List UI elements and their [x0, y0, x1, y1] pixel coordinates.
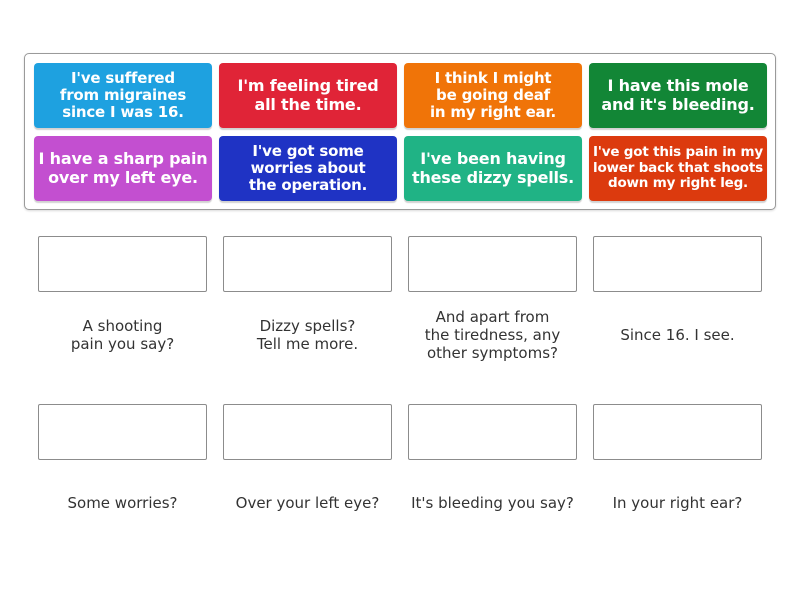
target-prompt: In your right ear?	[612, 494, 743, 512]
target-prompt: It's bleeding you say?	[411, 494, 574, 512]
draggable-tile[interactable]: I've got this pain in my lower back that…	[589, 136, 767, 201]
target-prompt: Since 16. I see.	[620, 326, 735, 344]
drop-zone[interactable]	[593, 236, 762, 292]
drop-zone[interactable]	[223, 404, 392, 460]
drop-zone[interactable]	[223, 236, 392, 292]
draggable-tile[interactable]: I think I might be going deaf in my righ…	[404, 63, 582, 128]
target-prompt: A shooting pain you say?	[70, 317, 175, 353]
drop-zone[interactable]	[408, 404, 577, 460]
drop-zone[interactable]	[593, 404, 762, 460]
drop-zone[interactable]	[408, 236, 577, 292]
draggable-tile[interactable]: I have this mole and it's bleeding.	[589, 63, 767, 128]
drop-zone[interactable]	[38, 236, 207, 292]
draggable-tile[interactable]: I've been having these dizzy spells.	[404, 136, 582, 201]
draggable-tile[interactable]: I've got some worries about the operatio…	[219, 136, 397, 201]
target-prompt: And apart from the tiredness, any other …	[424, 308, 561, 362]
draggable-tile[interactable]: I have a sharp pain over my left eye.	[34, 136, 212, 201]
draggable-tile[interactable]: I've suffered from migraines since I was…	[34, 63, 212, 128]
target-prompt: Over your left eye?	[235, 494, 380, 512]
target-prompt: Dizzy spells? Tell me more.	[256, 317, 359, 353]
draggable-tile[interactable]: I'm feeling tired all the time.	[219, 63, 397, 128]
drop-zone[interactable]	[38, 404, 207, 460]
target-prompt: Some worries?	[67, 494, 178, 512]
